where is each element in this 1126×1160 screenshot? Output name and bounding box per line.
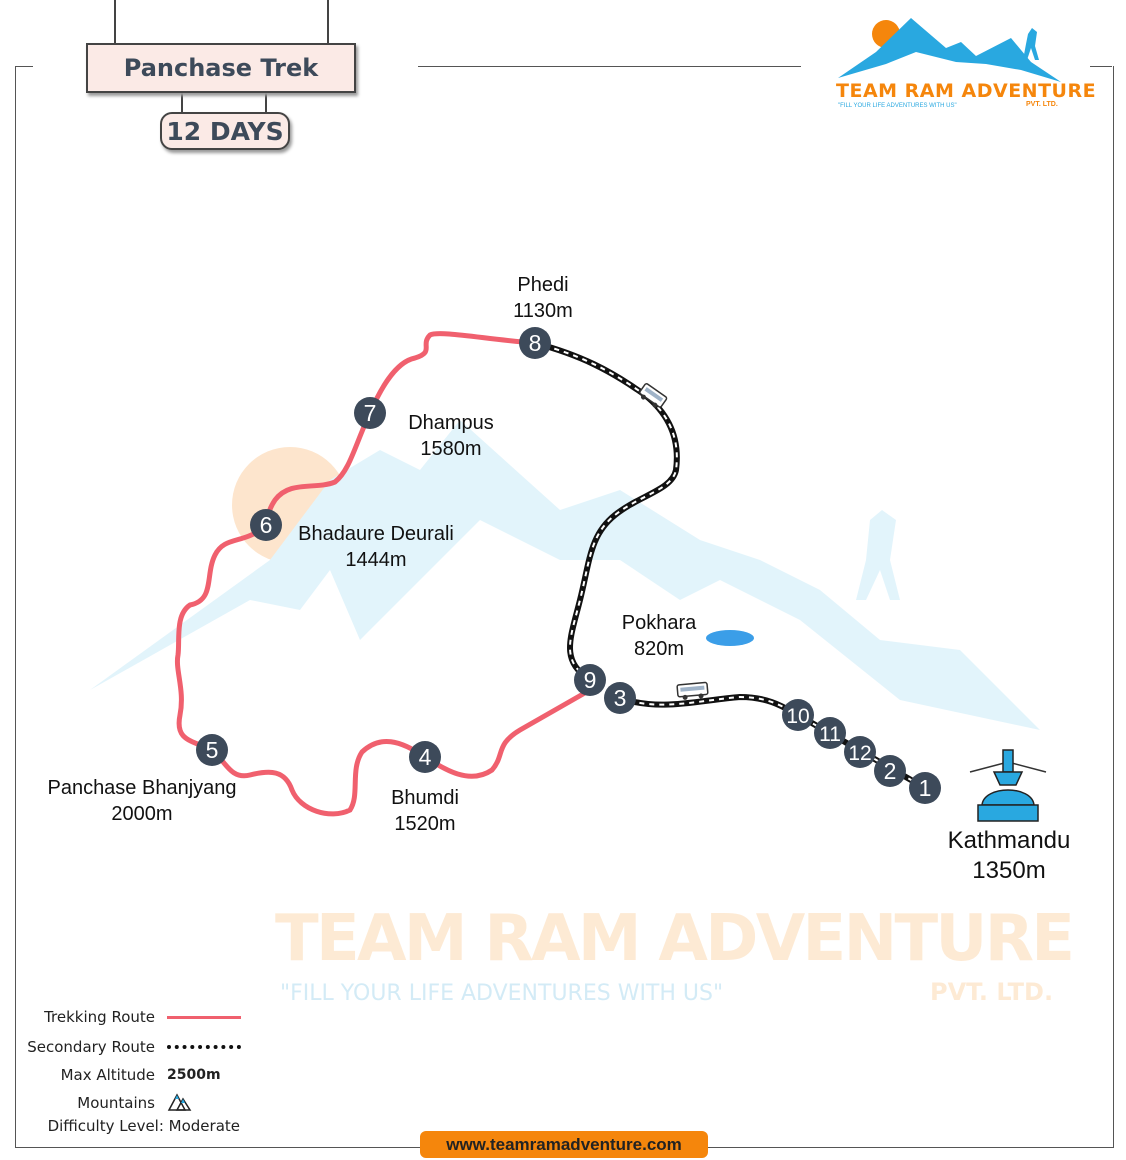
- stop-marker-8: 8: [519, 327, 551, 359]
- stop-marker-7: 7: [354, 397, 386, 429]
- duration-badge: 12 DAYS: [160, 112, 290, 150]
- bus-icon: [676, 681, 709, 700]
- frame-line: [15, 66, 33, 67]
- mountains-icon: [167, 1093, 192, 1111]
- hanger-string: [181, 90, 183, 114]
- stop-marker-number: 9: [584, 667, 597, 693]
- stop-marker-number: 11: [819, 723, 841, 746]
- logo-mountains: [838, 18, 1061, 82]
- stop-marker-number: 7: [364, 400, 377, 426]
- max-altitude-value: 2500m: [167, 1067, 221, 1083]
- stop-marker-3: 3: [604, 682, 636, 714]
- page-title: Panchase Trek: [86, 43, 356, 93]
- stop-marker-circle: [874, 755, 906, 787]
- stop-marker-9: 9: [574, 664, 606, 696]
- stop-marker-10: 10: [782, 699, 814, 731]
- watermark: TEAM RAM ADVENTURE "FILL YOUR LIFE ADVEN…: [90, 420, 1075, 1006]
- stop-marker-circle: [844, 736, 876, 768]
- stop-marker-number: 10: [786, 705, 809, 728]
- logo-suffix: PVT. LTD.: [1026, 101, 1058, 108]
- logo-tagline: "FILL YOUR LIFE ADVENTURES WITH US": [838, 103, 957, 109]
- stop-marker-1: 1: [909, 772, 941, 804]
- stupa-icon: [969, 749, 1047, 822]
- stop-marker-circle: [814, 717, 846, 749]
- stop-marker-circle: [604, 682, 636, 714]
- stop-marker-number: 5: [206, 737, 219, 763]
- stop-marker-number: 3: [614, 685, 627, 711]
- website-link[interactable]: www.teamramadventure.com: [420, 1131, 708, 1158]
- hanger-string: [114, 0, 116, 44]
- stop-marker-6: 6: [250, 509, 282, 541]
- watermark-text: TEAM RAM ADVENTURE: [275, 902, 1075, 976]
- stop-marker-number: 8: [529, 330, 542, 356]
- stop-marker-circle: [409, 741, 441, 773]
- stop-marker-circle: [782, 699, 814, 731]
- stop-marker-number: 1: [919, 775, 932, 801]
- frame-line: [418, 66, 801, 67]
- bus-icon: [639, 383, 668, 408]
- legend-secondary-line: [167, 1045, 241, 1049]
- watermark-tagline: "FILL YOUR LIFE ADVENTURES WITH US": [280, 981, 723, 1006]
- legend-trek-line: [167, 1016, 241, 1019]
- stop-marker-number: 12: [848, 742, 871, 765]
- stop-marker-4: 4: [409, 741, 441, 773]
- stop-marker-circle: [909, 772, 941, 804]
- hanger-string: [265, 90, 267, 114]
- stop-marker-circle: [574, 664, 606, 696]
- lake-icon: [706, 630, 754, 646]
- hanger-string: [327, 0, 329, 44]
- stop-marker-number: 4: [419, 744, 432, 770]
- watermark-suffix: PVT. LTD.: [930, 978, 1053, 1006]
- stop-marker-11: 11: [814, 717, 846, 749]
- stop-marker-circle: [519, 327, 551, 359]
- stop-marker-12: 12: [844, 736, 876, 768]
- stop-marker-number: 6: [260, 512, 273, 538]
- stop-marker-5: 5: [196, 734, 228, 766]
- stop-marker-circle: [250, 509, 282, 541]
- logo-name: TEAM RAM ADVENTURE: [836, 80, 1097, 102]
- stop-marker-circle: [196, 734, 228, 766]
- frame-line: [1090, 66, 1112, 67]
- stop-marker-number: 2: [884, 758, 897, 784]
- stop-marker-2: 2: [874, 755, 906, 787]
- stop-marker-circle: [354, 397, 386, 429]
